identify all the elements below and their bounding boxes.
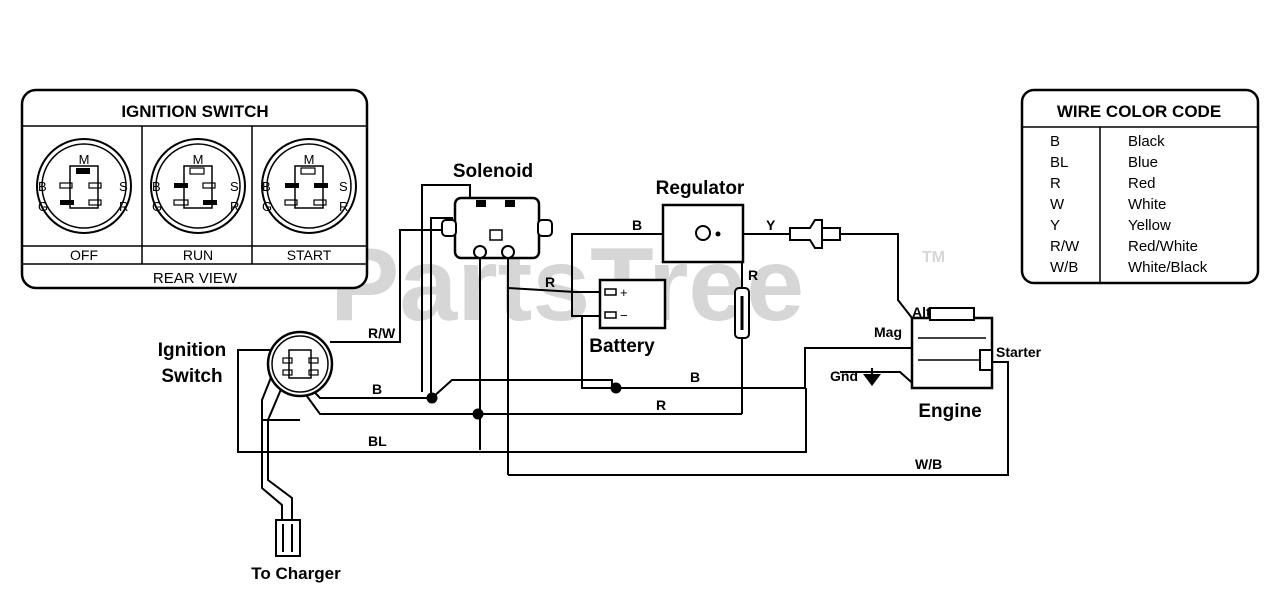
color-code-row: R Red: [1050, 175, 1156, 192]
svg-text:Red/White: Red/White: [1128, 238, 1198, 255]
terminal-m: M: [304, 152, 315, 167]
terminal-r: R: [230, 199, 239, 214]
wire-bl: [237, 349, 807, 453]
mag-label: Mag: [874, 324, 902, 340]
terminal-s: S: [230, 179, 239, 194]
svg-text:W/B: W/B: [1050, 259, 1078, 276]
wire-label: B: [690, 369, 700, 385]
terminal-b: B: [38, 179, 47, 194]
position-label-off: OFF: [70, 247, 98, 263]
battery-plus-label: +: [620, 285, 628, 300]
terminal-b: B: [262, 179, 271, 194]
engine: Engine Starter Alt Mag Gnd: [830, 304, 1042, 422]
color-code-row: BL Blue: [1050, 154, 1158, 171]
junction-dot: [610, 382, 622, 394]
ground-icon: [863, 368, 881, 386]
wire-label: W/B: [915, 456, 942, 472]
junction-dots: [426, 382, 622, 420]
svg-text:R/W: R/W: [1050, 238, 1080, 255]
color-code-row: B Black: [1050, 133, 1165, 150]
svg-text:Yellow: Yellow: [1128, 217, 1171, 234]
wire-label: BL: [368, 433, 387, 449]
svg-text:Black: Black: [1128, 133, 1165, 150]
svg-text:B: B: [1050, 133, 1060, 150]
battery-minus-label: −: [620, 308, 628, 323]
position-label-run: RUN: [183, 247, 213, 263]
wire-label: Y: [766, 217, 776, 233]
junction-dot: [426, 392, 438, 404]
color-code-row: W/B White/Black: [1050, 259, 1208, 276]
panel-frame: [20, 88, 369, 290]
wire-label: R: [748, 267, 758, 283]
wire-solenoid-left: [430, 217, 453, 398]
wire-charger-1: [261, 359, 283, 520]
engine-label: Engine: [918, 401, 981, 422]
battery-label: Battery: [589, 336, 655, 357]
ignition-switch-label-line1: Ignition: [158, 340, 227, 361]
switch-position-off: M B S G R OFF: [36, 138, 132, 263]
terminal-m: M: [193, 152, 204, 167]
terminal-b: B: [152, 179, 161, 194]
terminal-m: M: [79, 152, 90, 167]
wire-label: R/W: [368, 325, 396, 341]
rear-view-label: REAR VIEW: [153, 270, 238, 287]
terminal-r: R: [339, 199, 348, 214]
regulator: Regulator: [656, 178, 745, 264]
wire-label: R: [656, 397, 666, 413]
wire-label: R: [545, 274, 555, 290]
starter-label: Starter: [996, 344, 1042, 360]
wire-label: B: [372, 381, 382, 397]
regulator-label: Regulator: [656, 178, 745, 199]
color-code-row: Y Yellow: [1050, 217, 1171, 234]
junction-dot: [472, 408, 484, 420]
charger-plug: To Charger: [251, 519, 341, 583]
wire-wb: [508, 361, 1009, 476]
terminal-g: G: [152, 199, 162, 214]
battery: + − Battery: [589, 278, 667, 357]
svg-text:White: White: [1128, 196, 1166, 213]
wire-charger-2: [267, 367, 293, 520]
solenoid-label: Solenoid: [453, 161, 533, 182]
wire-label: B: [632, 217, 642, 233]
ignition-switch: Ignition Switch: [158, 330, 334, 398]
wire-b-main: [299, 376, 613, 399]
svg-text:Blue: Blue: [1128, 154, 1158, 171]
to-charger-label: To Charger: [251, 564, 341, 583]
switch-position-run: M B S G R RUN: [150, 138, 246, 263]
svg-text:R: R: [1050, 175, 1061, 192]
color-code-row: W White: [1050, 196, 1166, 213]
ignition-switch-panel: IGNITION SWITCH REAR VIEW M B S G R OFF: [20, 88, 369, 290]
terminal-s: S: [339, 179, 348, 194]
wire-rw: [330, 229, 455, 343]
wire-mag: [742, 347, 912, 389]
svg-text:Y: Y: [1050, 217, 1060, 234]
wire-labels: B Y R R R/W B B R BL W/B: [368, 217, 942, 472]
switch-position-start: M B S G R START: [261, 138, 357, 263]
fuse: [734, 287, 750, 339]
terminal-s: S: [119, 179, 128, 194]
gnd-label: Gnd: [830, 368, 858, 384]
wire-solenoid-top: [421, 184, 471, 392]
color-code-row: R/W Red/White: [1050, 238, 1198, 255]
terminal-g: G: [262, 199, 272, 214]
wire-b-regulator: [571, 233, 695, 317]
svg-text:Red: Red: [1128, 175, 1156, 192]
svg-text:BL: BL: [1050, 154, 1068, 171]
watermark-tm: TM: [922, 249, 945, 266]
terminal-g: G: [38, 199, 48, 214]
wire-y-alt: [840, 233, 913, 319]
connector: [789, 219, 841, 249]
terminal-r: R: [119, 199, 128, 214]
svg-text:White/Black: White/Black: [1128, 259, 1208, 276]
wire-color-code-title: WIRE COLOR CODE: [1057, 102, 1221, 121]
svg-text:W: W: [1050, 196, 1065, 213]
ignition-switch-label-line2: Switch: [161, 366, 222, 387]
alt-label: Alt: [912, 304, 931, 320]
wire-color-code-table: WIRE COLOR CODE B Black BL Blue R Red W …: [1020, 88, 1260, 285]
wire-r-solenoid-battery: [507, 287, 600, 293]
position-label-start: START: [287, 247, 332, 263]
solenoid: Solenoid: [441, 161, 553, 260]
ignition-switch-panel-title: IGNITION SWITCH: [121, 102, 268, 121]
